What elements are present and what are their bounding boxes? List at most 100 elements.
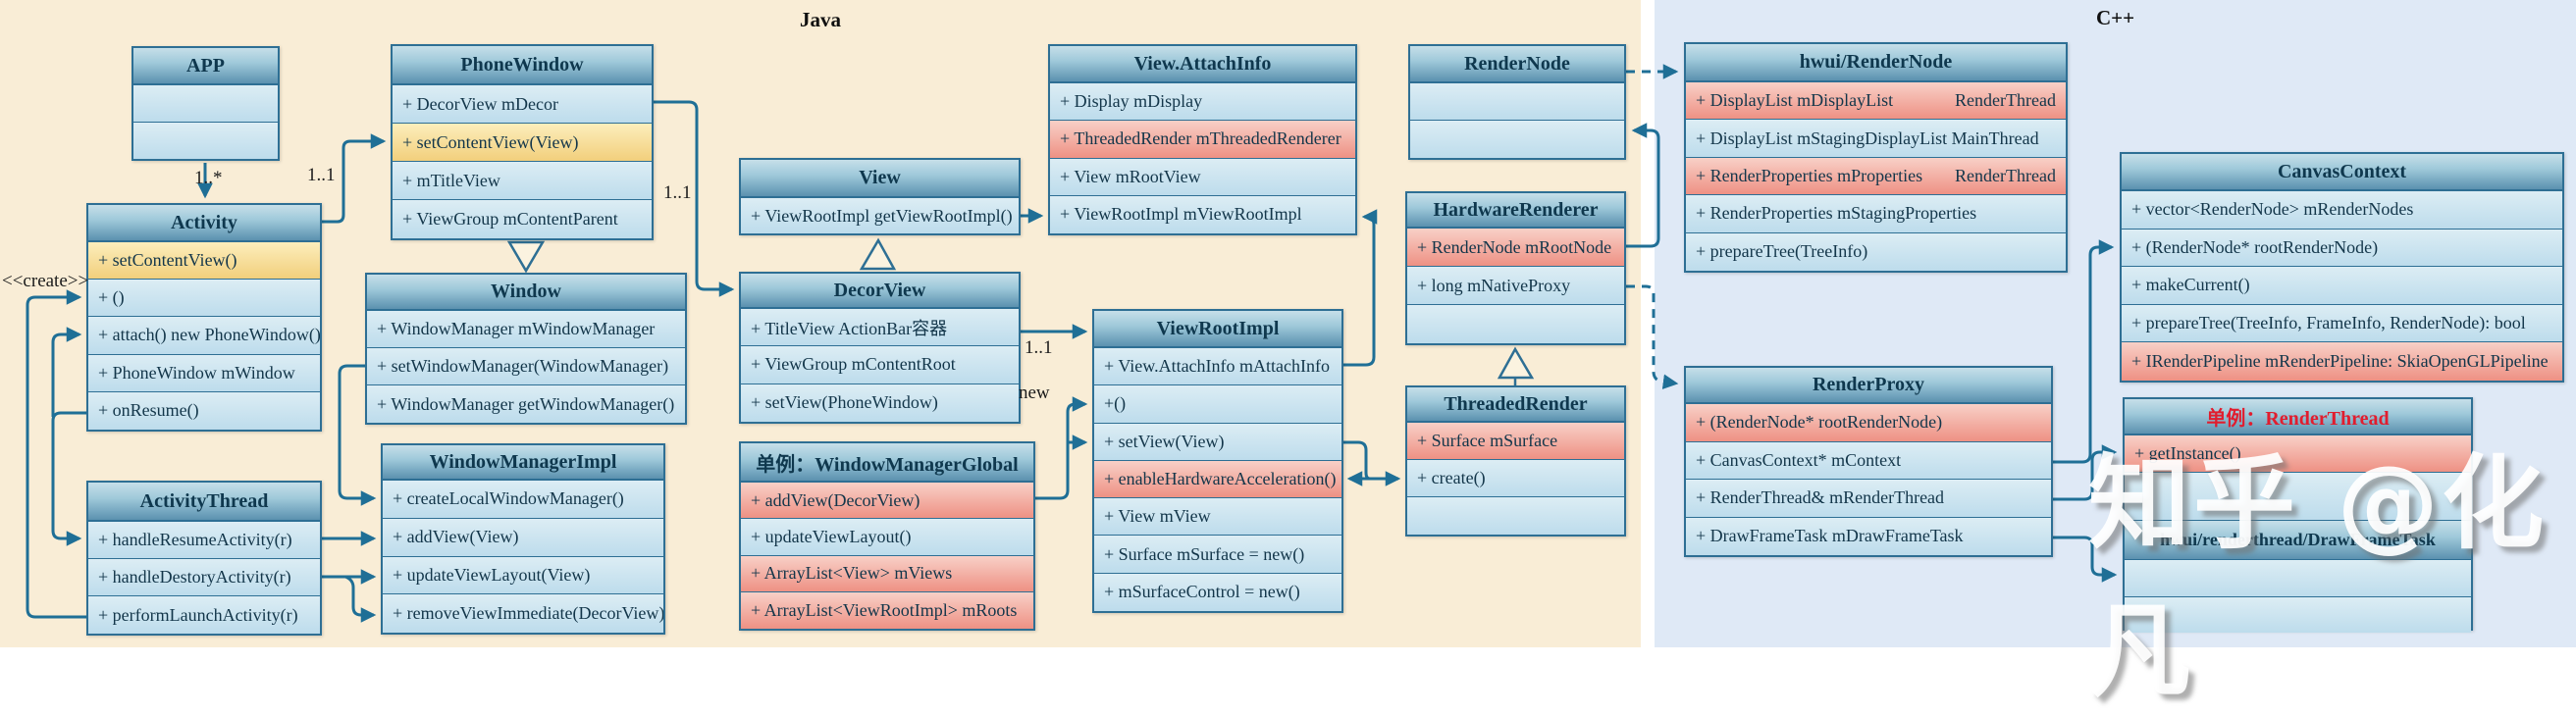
window-manager-impl-member-row: + addView(View) [383, 518, 663, 557]
activity-thread-member-row: + performLaunchActivity(r) [88, 596, 320, 634]
view-root-impl-member-row: + mSurfaceControl = new() [1094, 573, 1341, 611]
hardware-renderer-member-row: + long mNativeProxy [1407, 267, 1624, 305]
canvas-context-member-row: + vector<RenderNode> mRenderNodes [2122, 191, 2562, 230]
class-box-activity: Activity+ setContentView()+ ()+ attach()… [86, 203, 322, 432]
window-manager-global-member-row: + addView(DecorView) [741, 483, 1033, 520]
phone-window-member-row: + mTitleView [393, 162, 652, 200]
class-box-render-thread: 单例：RenderThread+ getInstance()hwui/rende… [2123, 397, 2473, 633]
hwui-render-node-member-thread-annotation: RenderThread [1955, 165, 2056, 185]
hwui-render-node-member-row: + RenderProperties mProperties RenderThre… [1686, 157, 2066, 196]
view-root-impl-member-row: + View.AttachInfo mAttachInfo [1094, 348, 1341, 386]
class-box-decor-view: DecorView+ TitleView ActionBar容器+ ViewGr… [739, 272, 1021, 424]
view-root-impl-member-row: + setView(View) [1094, 423, 1341, 461]
window-manager-impl-member-row: + createLocalWindowManager() [383, 481, 663, 519]
window-manager-global-title: 单例：WindowManagerGlobal [741, 443, 1033, 483]
view-root-impl-member-row: +() [1094, 385, 1341, 424]
class-box-hwui-render-node: hwui/RenderNode+ DisplayList mDisplayLis… [1684, 42, 2068, 273]
activity-thread-member-row: + handleDestoryActivity(r) [88, 559, 320, 596]
class-box-canvas-context: CanvasContext+ vector<RenderNode> mRende… [2120, 152, 2564, 383]
canvas-context-member-row: + prepareTree(TreeInfo, FrameInfo, Rende… [2122, 304, 2562, 343]
activity-thread-member-row: + handleResumeActivity(r) [88, 522, 320, 559]
view-title: View [741, 160, 1019, 198]
decor-view-member-row: + ViewGroup mContentRoot [741, 346, 1019, 384]
hardware-renderer-member-row: + RenderNode mRootNode [1407, 229, 1624, 267]
canvas-context-member-row: + IRenderPipeline mRenderPipeline: SkiaO… [2122, 342, 2562, 381]
edge-label: <<create>> [2, 271, 89, 291]
view-root-impl-member-row: + enableHardwareAcceleration() [1094, 460, 1341, 499]
render-proxy-member-row: + RenderThread& mRenderThread [1686, 480, 2051, 518]
class-box-hardware-renderer: HardwareRenderer+ RenderNode mRootNode+ … [1405, 191, 1626, 345]
app-member-row [133, 122, 278, 159]
hardware-renderer-member-row [1407, 305, 1624, 343]
window-manager-impl-member-row: + removeViewImmediate(DecorView) [383, 594, 663, 633]
hwui-render-node-member-row: + prepareTree(TreeInfo) [1686, 232, 2066, 271]
class-box-render-proxy: RenderProxy+ (RenderNode* rootRenderNode… [1684, 366, 2053, 557]
class-box-view: View+ ViewRootImpl getViewRootImpl() [739, 158, 1021, 235]
hwui-render-node-title: hwui/RenderNode [1686, 44, 2066, 82]
hwui-render-node-member-text: + DisplayList mDisplayList [1696, 90, 1894, 111]
threaded-render-member-row: + Surface mSurface [1407, 423, 1624, 460]
window-title: Window [367, 275, 685, 311]
threaded-render-member-row: + create() [1407, 460, 1624, 497]
phone-window-member-row: + DecorView mDecor [393, 85, 652, 124]
view-attach-info-title: View.AttachInfo [1050, 46, 1355, 83]
activity-thread-title: ActivityThread [88, 483, 320, 522]
class-box-window-manager-impl: WindowManagerImpl+ createLocalWindowMana… [381, 443, 665, 635]
threaded-render-title: ThreadedRender [1407, 387, 1624, 423]
phone-window-member-row: + setContentView(View) [393, 124, 652, 162]
hwui-render-node-member-text: + RenderProperties mProperties [1696, 165, 1923, 185]
activity-member-row: + PhoneWindow mWindow [88, 354, 320, 392]
render-thread-member-row: hwui/renderthread/DrawFrameTask [2125, 521, 2471, 560]
hwui-render-node-member-row: + DisplayList mDisplayList RenderThread [1686, 82, 2066, 121]
view-attach-info-member-row: + ThreadedRender mThreadedRenderer [1050, 121, 1355, 159]
phone-window-member-row: + ViewGroup mContentParent [393, 200, 652, 238]
cpp-region-label: C++ [2095, 6, 2135, 29]
edge-label: 1..1 [307, 165, 336, 185]
canvas-context-member-row: + (RenderNode* rootRenderNode) [2122, 229, 2562, 268]
view-root-impl-title: ViewRootImpl [1094, 311, 1341, 348]
render-thread-member-row [2125, 560, 2471, 597]
render-proxy-member-row: + (RenderNode* rootRenderNode) [1686, 404, 2051, 442]
edge-label: 1..1 [663, 182, 692, 203]
decor-view-member-row: + setView(PhoneWindow) [741, 384, 1019, 422]
class-box-view-attach-info: View.AttachInfo+ Display mDisplay+ Threa… [1048, 44, 1357, 235]
render-thread-member-row: + getInstance() [2125, 435, 2471, 473]
class-box-window-manager-global: 单例：WindowManagerGlobal+ addView(DecorVie… [739, 441, 1035, 631]
class-box-app: APP [131, 46, 280, 161]
hardware-renderer-title: HardwareRenderer [1407, 193, 1624, 229]
app-title: APP [133, 48, 278, 85]
view-attach-info-member-row: + ViewRootImpl mViewRootImpl [1050, 195, 1355, 233]
threaded-render-member-row [1407, 497, 1624, 535]
class-box-activity-thread: ActivityThread+ handleResumeActivity(r)+… [86, 481, 322, 636]
hwui-render-node-member-row: + RenderProperties mStagingProperties [1686, 195, 2066, 233]
window-member-row: + WindowManager getWindowManager() [367, 385, 685, 423]
window-member-row: + setWindowManager(WindowManager) [367, 348, 685, 385]
render-node-java-member-row [1410, 83, 1624, 121]
class-box-phone-window: PhoneWindow+ DecorView mDecor+ setConten… [391, 44, 654, 240]
window-manager-global-member-row: + ArrayList<View> mViews [741, 555, 1033, 592]
java-region-label: Java [800, 8, 841, 31]
window-manager-global-member-row: + updateViewLayout() [741, 519, 1033, 556]
activity-member-row: + () [88, 280, 320, 318]
hwui-render-node-member-row: + DisplayList mStagingDisplayList MainTh… [1686, 120, 2066, 158]
window-manager-impl-member-row: + updateViewLayout(View) [383, 556, 663, 595]
edge-label: 1..1 [1025, 337, 1053, 358]
view-attach-info-member-row: + Display mDisplay [1050, 83, 1355, 122]
view-root-impl-member-row: + Surface mSurface = new() [1094, 536, 1341, 574]
edge-label: 1..* [194, 168, 223, 188]
render-thread-member-row [2125, 597, 2471, 633]
render-proxy-member-row: + CanvasContext* mContext [1686, 441, 2051, 480]
render-proxy-member-row: + DrawFrameTask mDrawFrameTask [1686, 517, 2051, 555]
activity-title: Activity [88, 205, 320, 242]
activity-member-row: + setContentView() [88, 242, 320, 281]
canvas-context-title: CanvasContext [2122, 154, 2562, 191]
decor-view-title: DecorView [741, 274, 1019, 309]
render-thread-member-row [2125, 473, 2471, 521]
decor-view-member-row: + TitleView ActionBar容器 [741, 309, 1019, 347]
render-node-java-member-row [1410, 121, 1624, 158]
hwui-render-node-member-thread-annotation: RenderThread [1955, 90, 2056, 111]
render-node-java-title: RenderNode [1410, 46, 1624, 83]
class-box-render-node-java: RenderNode [1408, 44, 1626, 160]
canvas-context-member-row: + makeCurrent() [2122, 267, 2562, 305]
